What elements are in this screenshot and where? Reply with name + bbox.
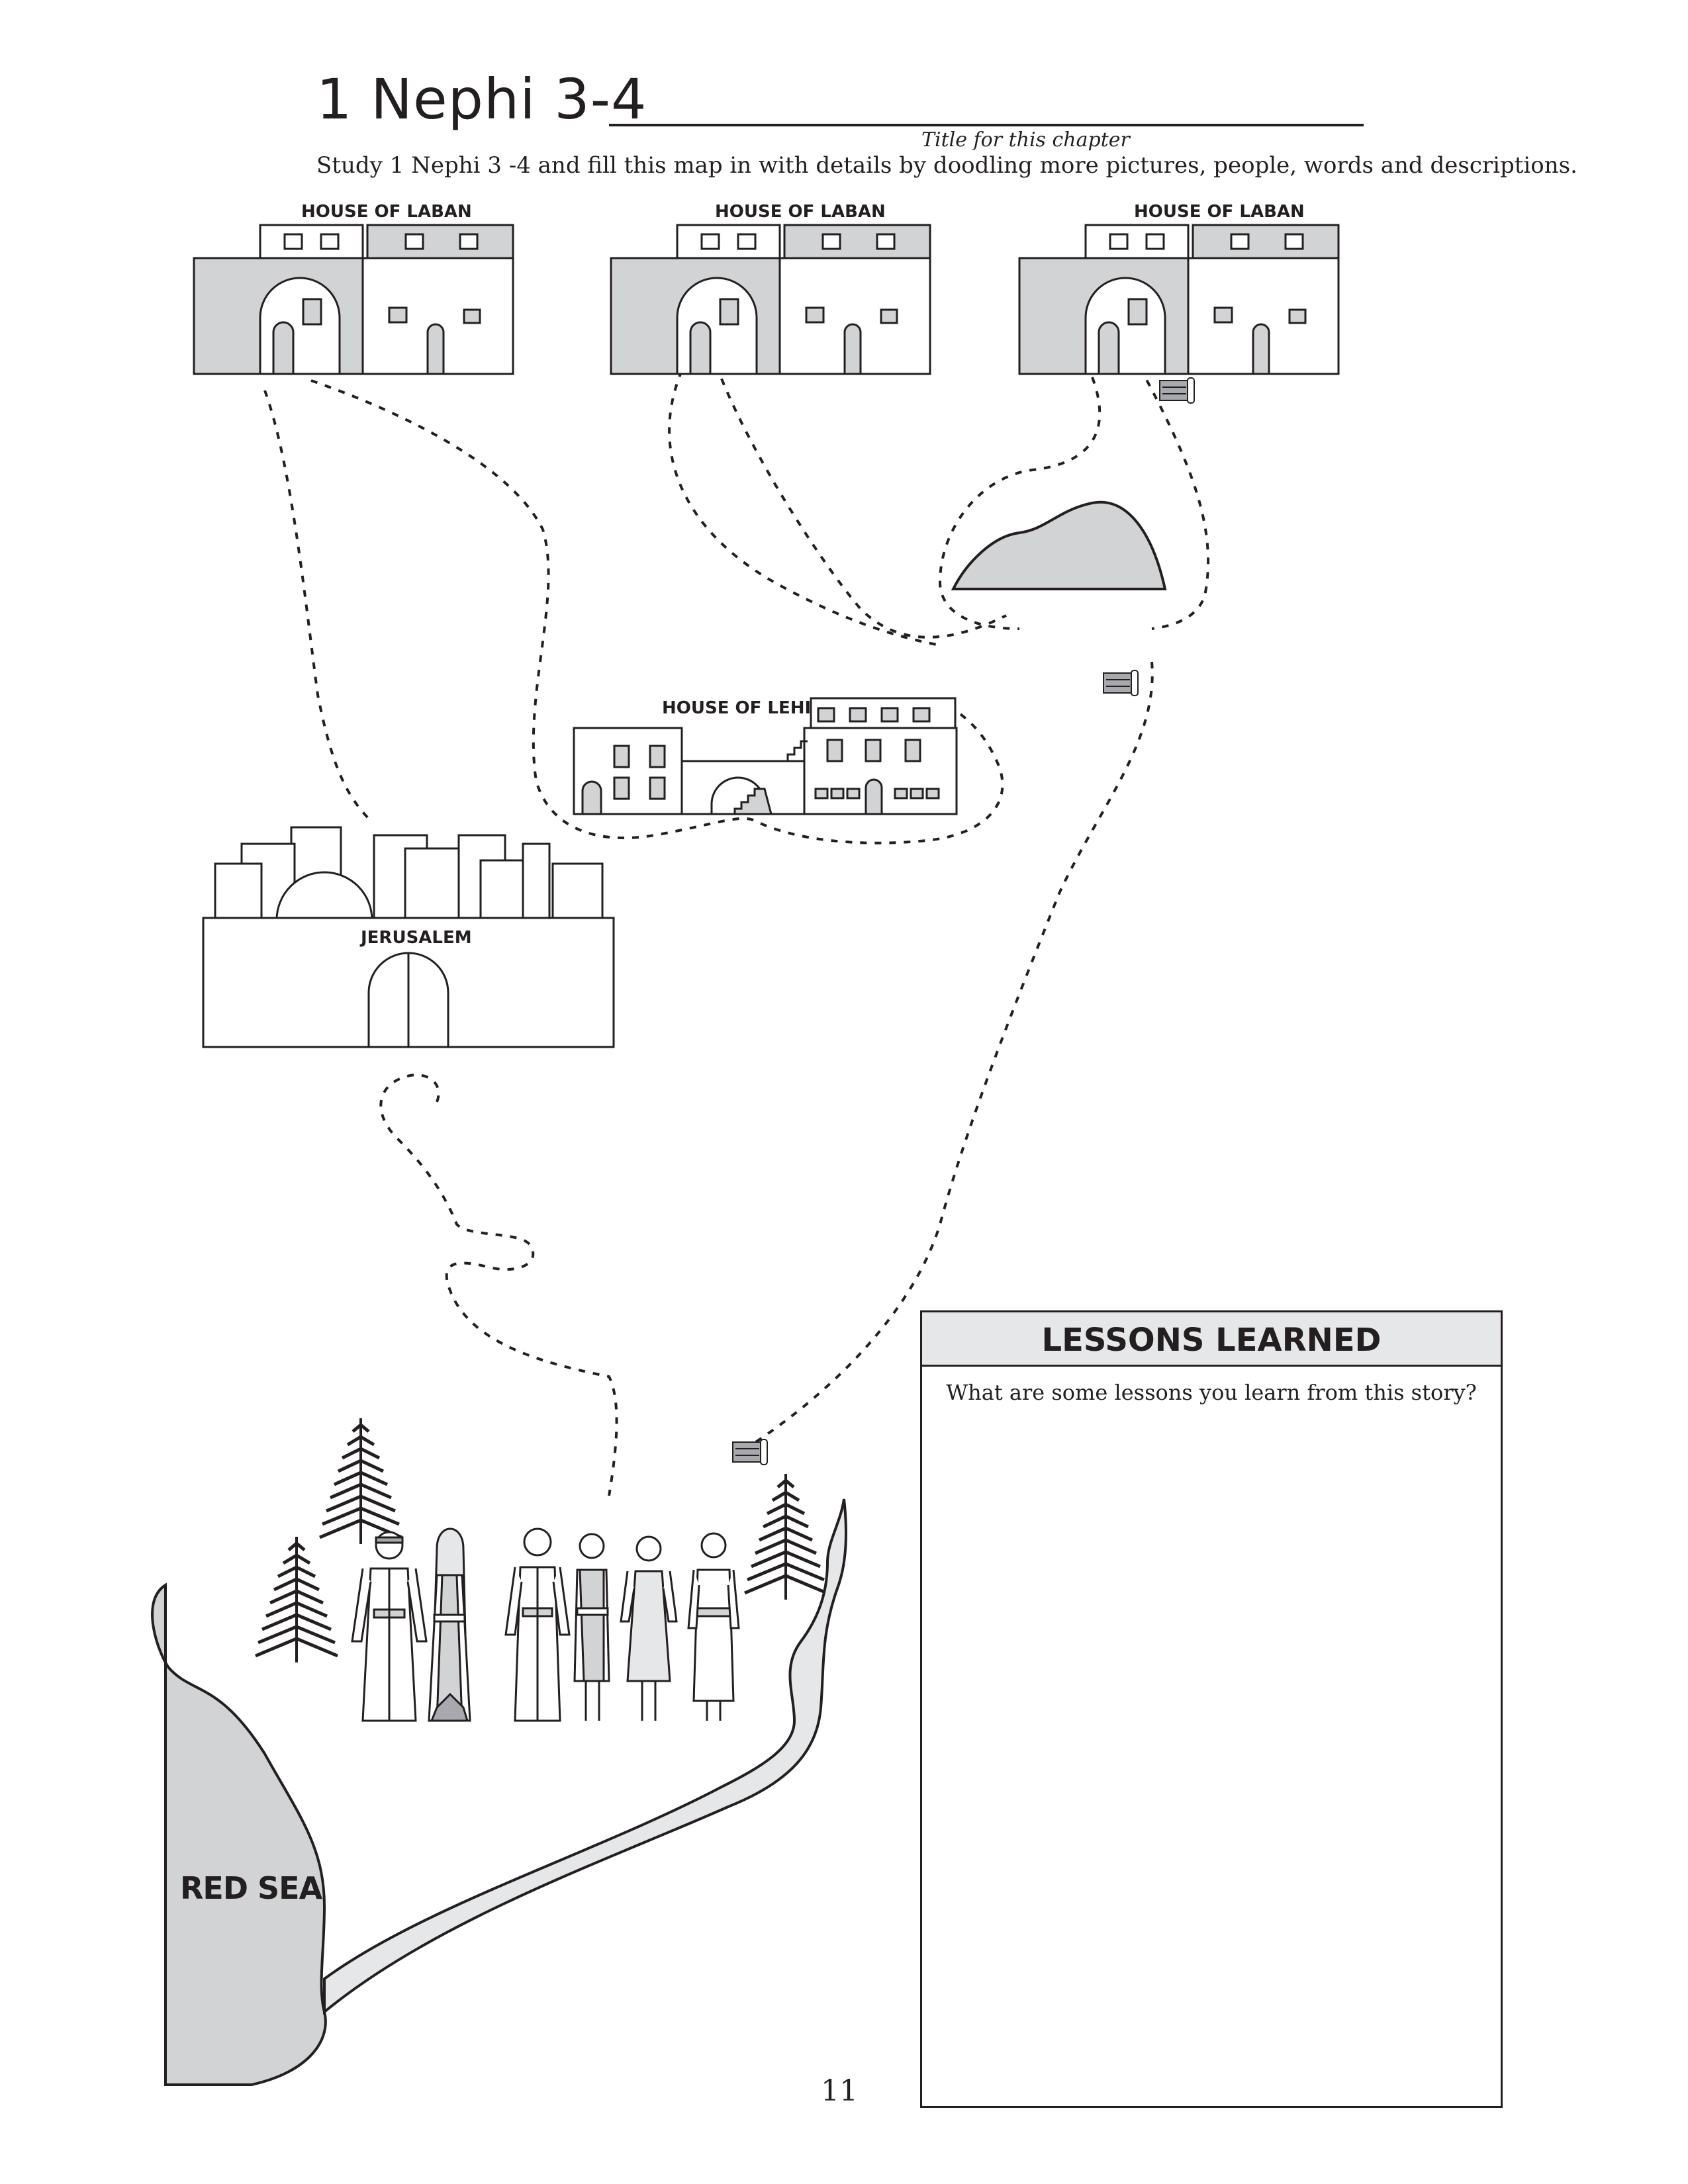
- red-sea-shape: [151, 1582, 327, 2086]
- lemuel-figure: [573, 1533, 610, 1721]
- instructions-text: Study 1 Nephi 3 -4 and fill this map in …: [316, 152, 1577, 179]
- river-shape: [323, 1498, 847, 2015]
- jerusalem-label: JERUSALEM: [361, 928, 472, 948]
- title-caption: Title for this chapter: [921, 128, 1130, 152]
- pine-tree-1: [320, 1418, 402, 1544]
- house-of-lehi-drawing: [573, 697, 958, 815]
- pine-tree-2: [256, 1537, 338, 1662]
- house-of-lehi-label: HOUSE OF LEHI: [662, 698, 812, 718]
- plates-scroll-icon-2: [1103, 670, 1139, 696]
- lessons-learned-title: LESSONS LEARNED: [1041, 1322, 1382, 1359]
- jerusalem-drawing: [202, 826, 615, 1048]
- house-of-laban-3-label: HOUSE OF LABAN: [1134, 202, 1305, 222]
- hill-drawing: [951, 500, 1167, 590]
- page-title: 1 Nephi 3-4: [316, 67, 647, 132]
- plates-scroll-icon-1: [1159, 377, 1195, 404]
- house-of-laban-1-label: HOUSE OF LABAN: [301, 202, 472, 222]
- nephi-figure: [687, 1532, 740, 1721]
- pine-tree-3: [745, 1474, 827, 1600]
- lessons-learned-prompt: What are some lessons you learn from thi…: [946, 1380, 1477, 1405]
- lessons-learned-box[interactable]: LESSONS LEARNED What are some lessons yo…: [920, 1310, 1503, 2108]
- family-figures: [351, 1527, 740, 1722]
- laman-figure: [504, 1527, 571, 1722]
- house-of-laban-3-drawing: [1018, 224, 1340, 375]
- plates-scroll-icon-3: [732, 1439, 768, 1465]
- title-answer-line[interactable]: [609, 124, 1364, 126]
- sariah-figure: [428, 1527, 471, 1722]
- house-of-laban-1-drawing: [193, 224, 514, 375]
- lessons-learned-header: LESSONS LEARNED: [922, 1312, 1501, 1367]
- red-sea-label: RED SEA: [180, 1870, 322, 1906]
- sam-figure: [620, 1535, 678, 1721]
- house-of-laban-2-label: HOUSE OF LABAN: [715, 202, 886, 222]
- journey-paths: [263, 365, 1210, 1496]
- lehi-figure: [351, 1531, 428, 1722]
- page-number: 11: [821, 2074, 858, 2108]
- house-of-laban-2-drawing: [610, 224, 931, 375]
